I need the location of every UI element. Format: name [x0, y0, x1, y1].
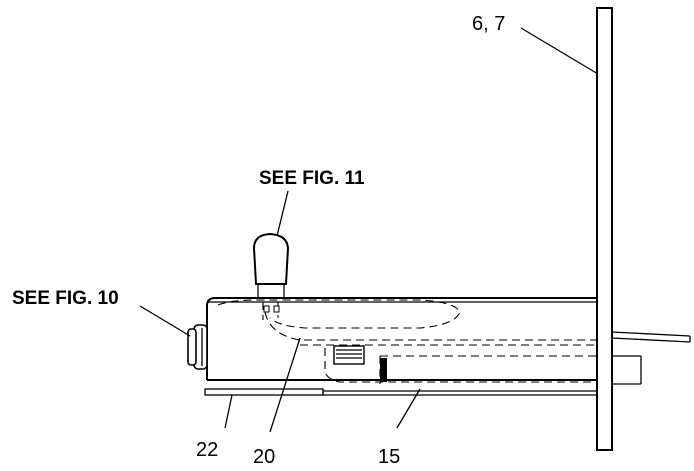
right-box [612, 355, 642, 385]
bottom-rail [322, 389, 597, 396]
main-housing [206, 297, 597, 381]
callout-part-15: 15 [378, 446, 400, 468]
callout-see-fig-10: SEE FIG. 10 [12, 288, 119, 309]
base-plate [204, 388, 324, 396]
callout-part-22: 22 [196, 439, 218, 461]
hidden-lines [217, 299, 597, 384]
mounting-plate [596, 7, 613, 451]
callout-see-fig-11: SEE FIG. 11 [259, 168, 365, 189]
callout-part-20: 20 [253, 446, 275, 468]
horizontal-rod [611, 331, 691, 343]
leader-lines [139, 27, 599, 433]
top-fitting [252, 232, 290, 298]
callout-part-6-7: 6, 7 [472, 13, 505, 35]
left-connector [187, 324, 208, 370]
internal-components [263, 305, 387, 382]
